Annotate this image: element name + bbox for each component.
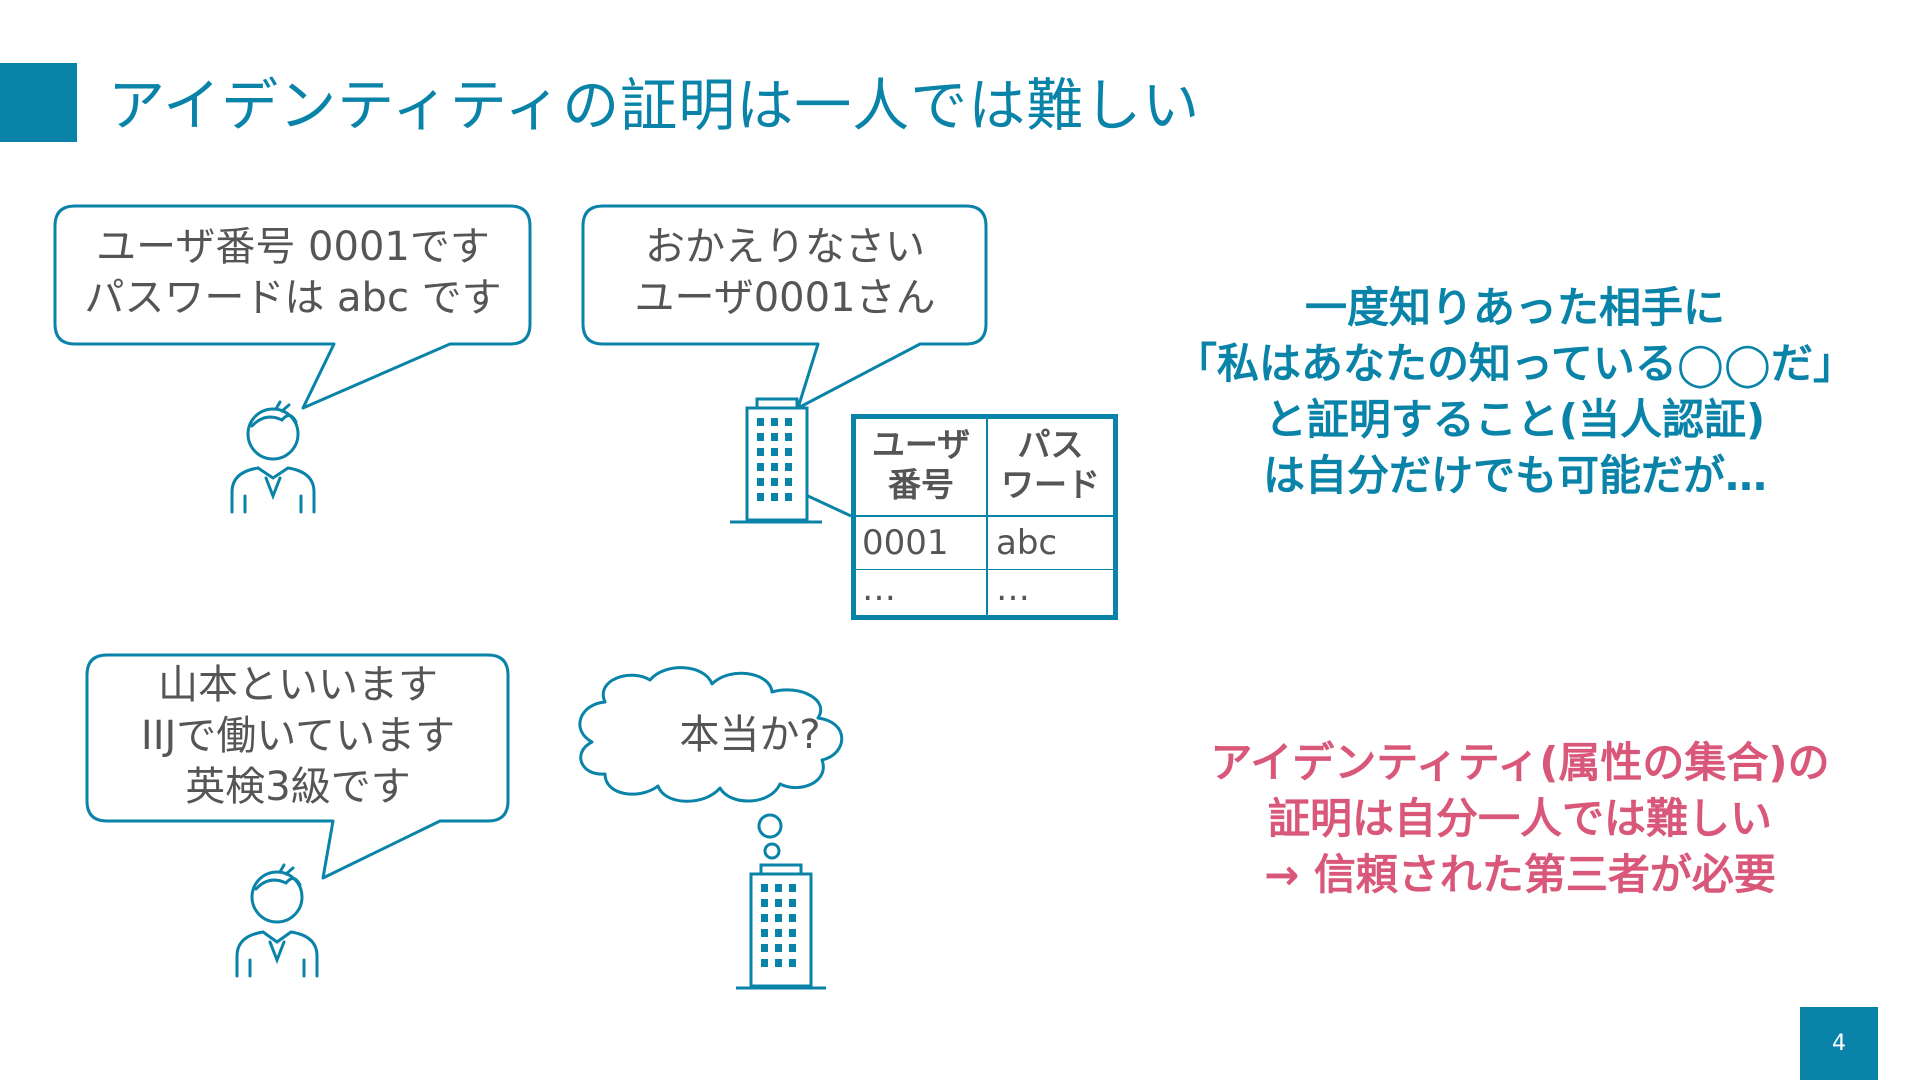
- message-line: アイデンティティ(属性の集合)の: [1210, 738, 1830, 787]
- table-cell: …: [996, 569, 1030, 609]
- bubble-line: ユーザ番号 0001です: [96, 224, 490, 270]
- bubble-text-user-1: ユーザ番号 0001です パスワードは abc です: [58, 222, 528, 324]
- header-line: パス: [1017, 425, 1084, 464]
- bubble-line: IIJで働いています: [140, 713, 456, 759]
- credential-table: ユーザ 番号 パス ワード 0001 abc … …: [851, 414, 1118, 620]
- header-line: 番号: [888, 465, 954, 504]
- thought-dot-large: [757, 813, 783, 839]
- bubble-line: パスワードは abc です: [84, 275, 502, 321]
- building-icon-1: [730, 397, 822, 524]
- building-icon-2: [736, 863, 826, 990]
- header-line: ユーザ: [871, 425, 971, 464]
- message-line: 一度知りあった相手に: [1304, 283, 1725, 332]
- bubble-text-user-2: 山本といいます IIJで働いています 英検3級です: [90, 660, 506, 813]
- bubble-line: おかえりなさい: [645, 224, 925, 270]
- message-trusted-third-party: アイデンティティ(属性の集合)の 証明は自分一人では難しい → 信頼された第三者…: [1170, 735, 1870, 903]
- table-cell: …: [862, 569, 896, 609]
- message-authentication: 一度知りあった相手に 「私はあなたの知っている◯◯だ」 と証明すること(当人認証…: [1155, 280, 1875, 504]
- person-icon-1: [230, 400, 316, 514]
- thought-cloud: [578, 666, 844, 803]
- thought-text: 本当か?: [679, 712, 821, 758]
- table-header-user-id: ユーザ 番号: [856, 425, 986, 505]
- message-line: 「私はあなたの知っている◯◯だ」: [1175, 339, 1855, 388]
- speech-bubble-server-1: [581, 204, 988, 410]
- header-line: ワード: [1001, 465, 1100, 504]
- message-line: は自分だけでも可能だが…: [1262, 451, 1767, 500]
- speech-bubble-user-2: [85, 653, 510, 880]
- bubble-text-server-1: おかえりなさい ユーザ0001さん: [586, 222, 984, 324]
- title-accent-bar: [0, 63, 77, 142]
- table-vertical-divider: [986, 419, 988, 615]
- slide-title: アイデンティティの証明は一人では難しい: [108, 73, 1201, 139]
- bubble-line: 英検3級です: [185, 764, 411, 810]
- bubble-line: ユーザ0001さん: [634, 275, 936, 321]
- message-line: と証明すること(当人認証): [1264, 395, 1766, 444]
- building-table-connector: [807, 494, 852, 518]
- message-line: 証明は自分一人では難しい: [1267, 794, 1772, 843]
- table-header-divider: [856, 515, 1113, 517]
- table-cell: abc: [996, 523, 1058, 563]
- bubble-line: 山本といいます: [158, 662, 438, 708]
- thought-dot-small: [763, 842, 781, 860]
- message-line: → 信頼された第三者が必要: [1264, 850, 1776, 899]
- speech-bubble-user-1: [53, 204, 532, 410]
- table-header-password: パス ワード: [988, 425, 1113, 505]
- person-icon-2: [235, 863, 319, 978]
- table-row-divider: [856, 569, 1113, 570]
- page-number: 4: [1800, 1007, 1878, 1080]
- table-cell: 0001: [862, 523, 949, 563]
